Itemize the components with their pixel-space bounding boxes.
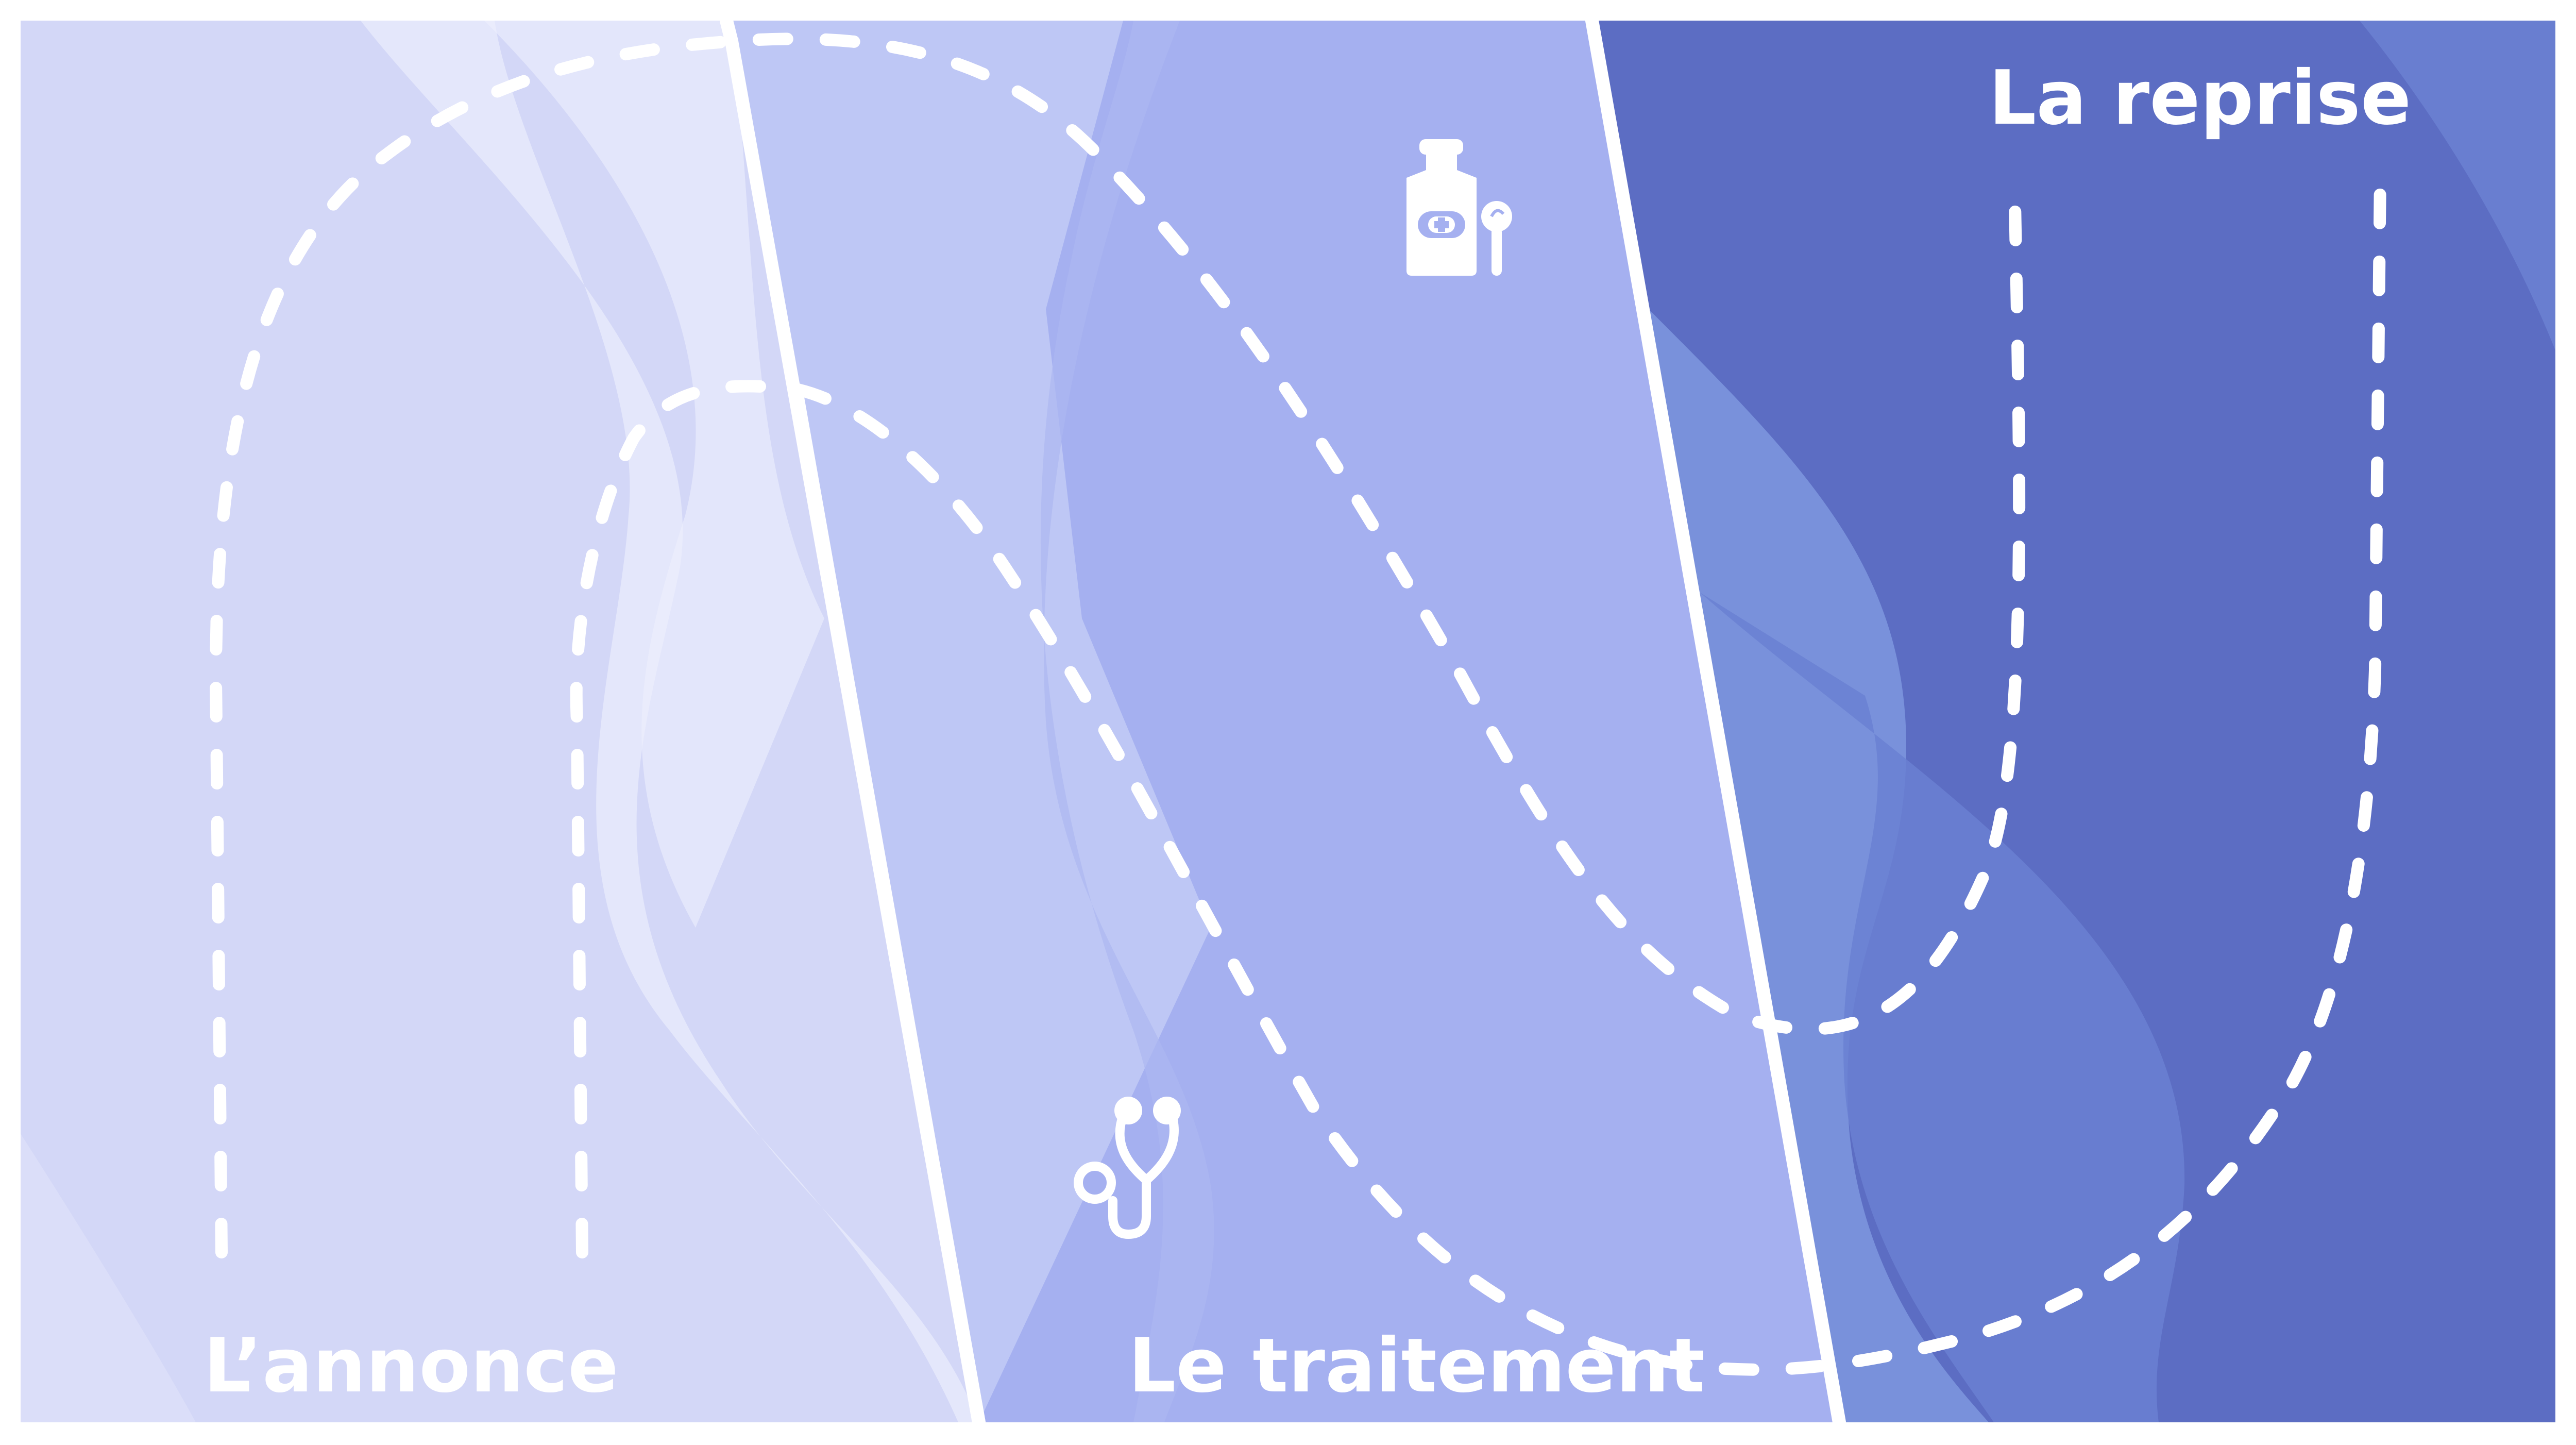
- phase-label-annonce: L’annonce: [204, 1322, 619, 1409]
- phase-label-reprise: La reprise: [1989, 55, 2411, 142]
- wave-overlay-mid: [1040, 21, 1214, 1422]
- divider-inner-curve: [789, 382, 986, 1429]
- journey-paths: [210, 32, 2386, 1376]
- outer-dashed-path: [210, 32, 2026, 1258]
- wave-overlay-accent: [1700, 593, 2185, 1422]
- wave-overlay-blue: [1649, 309, 1989, 1422]
- phase-dividers: [720, 14, 1846, 1429]
- band-traitement: [979, 21, 1839, 1422]
- divider-traitement-reprise: [1585, 14, 1846, 1429]
- medicine-bottle-icon: [1406, 139, 1512, 276]
- background-bands: [21, 21, 2555, 1422]
- wave-overlay-corner: [2360, 21, 2555, 350]
- wave-overlay-pale: [484, 21, 824, 928]
- phase-label-traitement: Le traitement: [1128, 1322, 1705, 1409]
- stethoscope-icon: [1074, 1097, 1181, 1239]
- wave-overlay-left: [21, 1134, 196, 1422]
